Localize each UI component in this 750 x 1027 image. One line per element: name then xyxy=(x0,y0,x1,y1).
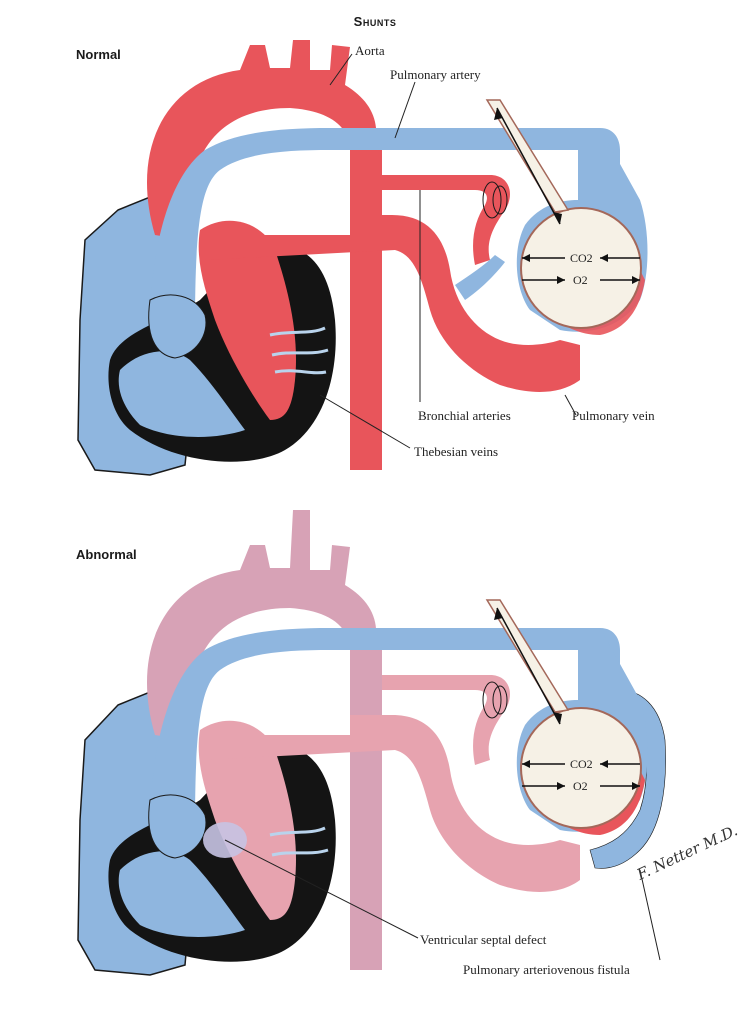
right-ventricle-abnormal xyxy=(118,851,245,937)
pulmonary-vein-abnormal xyxy=(205,715,580,892)
bronchial-artery xyxy=(382,175,510,265)
abnormal-co2-label: CO2 xyxy=(570,757,593,771)
label-pulmonary-av-fistula: Pulmonary arteriovenous fistula xyxy=(463,962,630,977)
label-pulmonary-artery: Pulmonary artery xyxy=(390,67,481,82)
normal-panel-label: Normal xyxy=(76,47,121,62)
normal-leaders xyxy=(319,53,577,449)
left-ventricle xyxy=(198,220,296,420)
descending-aorta-abnormal xyxy=(350,650,382,970)
right-ventricle xyxy=(118,351,245,437)
abnormal-gas-exchange: CO2 O2 xyxy=(522,757,640,793)
aortic-arch xyxy=(146,40,377,240)
abnormal-panel-label: Abnormal xyxy=(76,547,137,562)
label-thebesian-veins: Thebesian veins xyxy=(414,444,498,459)
abnormal-o2-label: O2 xyxy=(573,779,588,793)
figure-title: Shunts xyxy=(353,14,397,29)
pulmonary-vein xyxy=(205,215,580,392)
bronchial-artery-abnormal xyxy=(382,675,510,765)
bronchial-loops-abnormal xyxy=(482,681,508,719)
abnormal-leaders xyxy=(224,839,661,961)
alveolus-unit xyxy=(485,99,648,335)
normal-co2-label: CO2 xyxy=(570,251,593,265)
bronchial-blue-drain xyxy=(455,255,505,300)
right-atrium xyxy=(148,294,207,359)
right-atrium-abnormal xyxy=(148,794,207,859)
bronchial-loops xyxy=(482,181,508,219)
pulmonary-artery-trunk-abnormal xyxy=(150,628,620,830)
descending-aorta xyxy=(350,150,382,470)
pulmonary-artery-trunk xyxy=(150,128,620,330)
label-pulmonary-vein: Pulmonary vein xyxy=(572,408,655,423)
normal-o2-label: O2 xyxy=(573,273,588,287)
left-ventricle-abnormal xyxy=(198,720,296,920)
label-aorta: Aorta xyxy=(355,43,385,58)
thebesian-veins-abnormal xyxy=(269,826,329,857)
label-bronchial-arteries: Bronchial arteries xyxy=(418,408,511,423)
label-ventricular-septal-defect: Ventricular septal defect xyxy=(420,932,547,947)
normal-gas-exchange: CO2 O2 xyxy=(522,251,640,287)
thebesian-veins xyxy=(269,326,329,375)
alveolus-unit-abnormal xyxy=(485,599,648,835)
